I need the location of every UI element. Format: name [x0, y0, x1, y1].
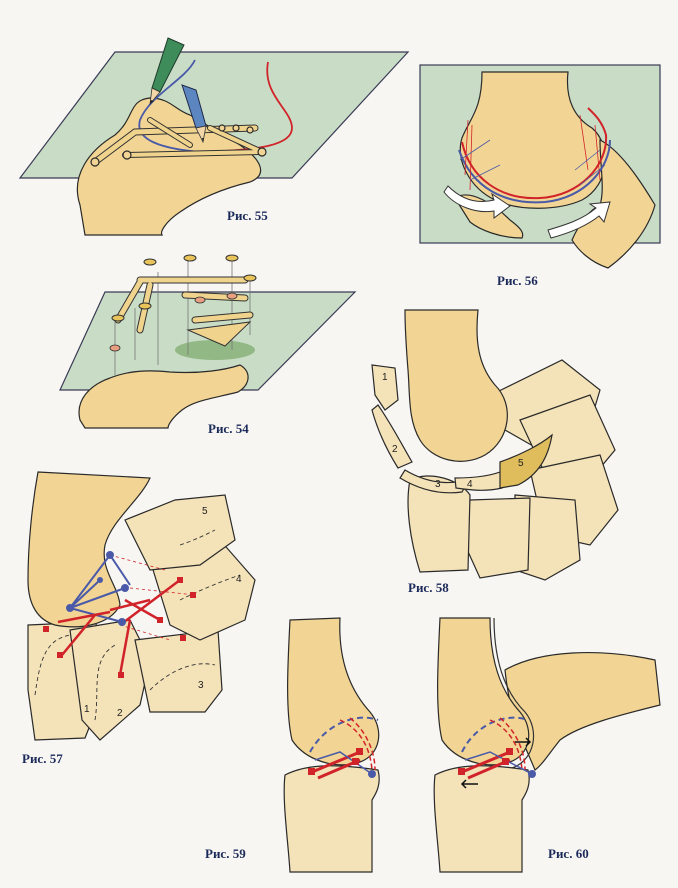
tibia-position-1 [464, 497, 531, 579]
tibia [433, 765, 530, 873]
femur-condyle [404, 309, 508, 462]
pivot-pin [257, 147, 267, 157]
caption-fig56: Рис. 56 [497, 273, 538, 288]
label-4: 4 [236, 574, 242, 585]
label-3: 3 [435, 479, 441, 490]
caption-fig54: Рис. 54 [208, 421, 249, 436]
red-dashed-arcs [489, 717, 526, 771]
dashed-outlines [34, 529, 241, 721]
tibia-position-3 [134, 629, 223, 713]
joint-caps [109, 292, 238, 352]
figure-54: Рис. 54 [59, 254, 357, 436]
label-3: 3 [198, 680, 204, 691]
label-4: 4 [467, 479, 473, 490]
red-dashed-arcs [339, 717, 376, 771]
label-1: 1 [382, 372, 388, 383]
patella-fragment-2 [371, 404, 413, 469]
red-pivot-points [43, 577, 196, 678]
red-linkage-lines [57, 579, 181, 676]
red-trace-curve [204, 61, 293, 153]
figure-56: Рис. 56 [419, 64, 661, 288]
patella-fragment-3 [399, 469, 472, 494]
blue-dashed-arc [309, 716, 379, 753]
blue-pivot-points [66, 551, 129, 626]
linkage-arms [123, 118, 264, 157]
blue-pivot-point [368, 770, 376, 778]
red-pivot-points [458, 748, 513, 775]
caption-fig60: Рис. 60 [548, 846, 589, 861]
tibia [283, 765, 380, 873]
triangle-plate [186, 321, 252, 347]
caption-fig58: Рис. 58 [408, 580, 449, 595]
blue-trace-curve [138, 59, 216, 154]
tibia-flexed [504, 651, 661, 771]
blue-pivot-point [528, 770, 536, 778]
figure-60: Рис. 60 [433, 617, 661, 873]
caption-fig59: Рис. 59 [205, 846, 246, 861]
caption-fig57: Рис. 57 [22, 751, 63, 766]
femur-condyle [287, 617, 380, 766]
label-5: 5 [202, 506, 208, 517]
blue-tick-lines [459, 139, 606, 186]
arrow-right-icon [515, 737, 532, 747]
blue-linkage-line [314, 751, 373, 775]
figure-57: 1 2 3 4 5 Рис. 57 [22, 471, 256, 766]
pivot-pin [218, 124, 226, 132]
figure-59: Рис. 59 [205, 617, 380, 873]
label-2: 2 [392, 444, 398, 455]
femur-condyle [27, 471, 151, 628]
figure-58: 1 2 3 4 5 Рис. 58 [371, 309, 619, 595]
blue-trace-curve [458, 139, 611, 204]
tibia-position-5 [124, 494, 236, 571]
red-pivot-points [308, 748, 363, 775]
patella-fragment-5 [499, 433, 553, 489]
femur-outline-shadow [493, 617, 535, 769]
caption-fig55: Рис. 55 [227, 208, 268, 223]
pivot-pin [246, 126, 254, 134]
red-trace-curve [461, 107, 608, 200]
label-2: 2 [117, 708, 123, 719]
patella-fragment-1 [371, 364, 399, 411]
label-1: 1 [84, 704, 90, 715]
pivot-pin [90, 157, 100, 167]
blue-dashed-arc [461, 716, 529, 753]
rotation-arrow-icon [547, 201, 611, 239]
red-tick-lines [464, 114, 601, 191]
label-5: 5 [518, 458, 524, 469]
bone-shape [78, 364, 249, 429]
pencil-icon [181, 84, 207, 144]
patella-fragment [571, 139, 656, 269]
pencil-icon [149, 37, 185, 106]
pivot-pin [232, 124, 240, 132]
tibia-position-0 [407, 475, 471, 573]
femur-condyle [459, 71, 606, 209]
arrow-left-icon [460, 779, 478, 789]
blue-linkage-line [464, 751, 533, 775]
pivot-pins [111, 254, 257, 322]
red-dashed-lines [109, 554, 196, 641]
figure-55: Рис. 55 [18, 37, 410, 236]
rotation-arrow-icon [443, 185, 511, 219]
pivot-pin [122, 150, 132, 160]
shadow-shape [175, 340, 255, 360]
patella-fragment-4 [454, 468, 506, 491]
